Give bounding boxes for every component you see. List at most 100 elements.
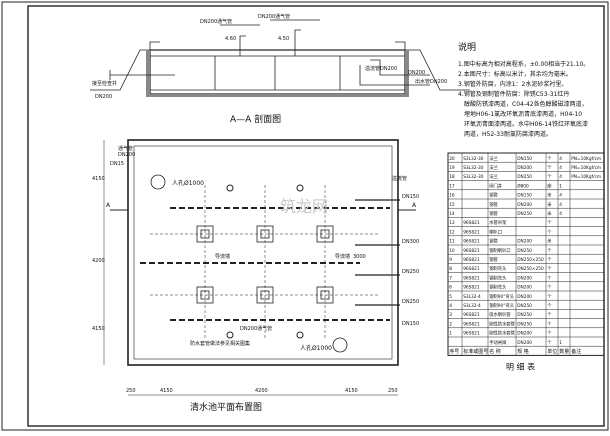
plan-guide-wall-2: 导流墙 [335,253,350,260]
table-cell: 96S821 [463,285,480,291]
plan-guide-wall-1: 导流墙 [215,253,230,260]
table-cell: 7 [449,275,452,281]
table-cell: DN200 [517,285,532,291]
table-cell: 96S821 [463,229,480,235]
table-cell: DN250 [517,248,532,254]
section-vent1: DN200通气管 [200,18,232,25]
table-cell: 钢制喇叭口 [489,247,510,254]
plan-labels: 通气管 DN200 DN15 人孔Ø1000 人孔Ø1000 溢流管 导流墙 导… [92,145,419,413]
table-cell: DN200 [517,165,532,171]
table-cell: 6 [449,285,452,291]
table-cell: 法兰 [489,173,498,180]
section-drain-left: 接至检查井 [92,80,117,87]
dim-bottom-2: 4200 [255,388,268,394]
note-line-8: 两道，H52-33耐氯防腐漆两道。 [464,130,552,138]
table-header-cell: 单位 [547,348,557,355]
table-cell: 钢制弯头 [489,274,507,281]
section-vent2: DN200通气管 [258,13,290,20]
note-line-2: 2.本图尺寸：标高以米计，其余均为毫米。 [458,70,572,78]
table-cell: 个 [547,156,552,162]
table-cell: DN250 [517,312,532,318]
table-cell: 吸水喇叭管 [489,311,511,318]
table-cell: 96S821 [463,239,480,245]
table-cell: DN200 [517,275,532,281]
table-cell: 4 [449,303,452,309]
table-cell: 个 [547,174,552,180]
table-cell: 个 [547,294,552,300]
table-cell: S3L32-4 [463,303,481,309]
table-header-cell: 标准或图号 [463,348,488,355]
table-cell: 4 [559,193,562,199]
plan-dn250b: DN250 [402,299,419,305]
table-header-cell: 数量 [559,348,569,355]
table-cell: 4 [559,165,562,171]
table-cell: 手动闸阀 [489,339,506,346]
plan-dim-right: 3000 [353,254,366,260]
table-cell: PN=10Kgf/cm [571,165,601,171]
table-cell: 4 [559,211,562,217]
table-cell: 13 [449,220,455,226]
section-title: A—A 剖面图 [230,113,281,125]
plan-dn150b: DN150 [402,321,419,327]
table-cell: 96S821 [463,257,480,263]
table-cell: DN200 [517,239,532,245]
table-cell: 96S821 [463,248,480,254]
table-cell: 96S821 [463,331,480,337]
section-view [90,19,470,97]
notes-title: 说明 [458,41,476,53]
table-cell: 个 [547,229,552,235]
table-cell: 法兰 [489,155,498,162]
table-cell: 10 [449,248,455,254]
table-cell: 钢制90°弯头 [489,293,515,300]
table-cell: DN150 [517,193,532,199]
table-cell: 个 [547,340,552,346]
table-cell: 钢管 [489,201,498,208]
table-cell: DN200 [517,202,532,208]
table-cell: DN250 [517,211,532,217]
table-cell: 个 [547,266,552,272]
table-cell: DN200 [517,294,532,300]
table-cell: 刚性防水套管 [489,330,515,337]
table-cell: 96S821 [463,266,480,272]
table-cell: 钢制弯头 [489,284,507,291]
table-cell: S3L32-30 [463,174,484,180]
table-cell: 96S821 [463,275,480,281]
table-cell: 喇叭口 [489,228,502,235]
table-cell: 座 [547,182,552,189]
table-cell: 个 [547,257,552,263]
table-cell: 8 [449,266,452,272]
table-cell: 1 [449,331,452,337]
table-cell: S3L32-30 [463,165,484,171]
table-title: 明 细 表 [506,361,535,371]
note-line-5: 醇酸防锈漆两道，C04-42各色醇酸磁漆两道， [464,100,588,108]
table-cell: 钢管 [489,256,498,263]
table-cell: 个 [547,275,552,281]
dim-left-0: 4150 [92,176,105,182]
table-cell: 1 [559,340,562,346]
table-cell: 15 [449,202,455,208]
section-dn200-right: DN200 [408,70,425,76]
table-cell: DN250×250 [517,257,544,263]
table-cell: 法兰 [489,164,498,171]
dim-bottom-3: 4150 [345,388,358,394]
table-cell: 钢制90°弯头 [489,302,515,309]
note-line-1: 1.图中标高为相对高程系，±0.00相当于21.10。 [458,60,589,68]
table-cell: 96S821 [463,220,480,226]
plan-inlet: 溢流管 [392,175,407,182]
table-cell: 4 [559,156,562,162]
plan-vent-bottom: DN200通气管 [240,325,272,332]
watermark: 筑龙网 [280,197,328,216]
section-dim-460: 4.60 [225,36,236,42]
plan-a-left: A [106,202,111,209]
table-header-cell: 规 格 [517,348,529,355]
table-cell: 4 [559,174,562,180]
section-dim-450: 4.50 [278,36,289,42]
table-cell: 9 [449,257,452,263]
table-cell: DN250 [517,321,532,327]
table-cell: PN=10Kgf/cm [571,156,601,162]
note-line-7: 环氧沥青面漆两道。水中H06-14铁红环氧底漆 [464,120,588,128]
table-cell: Ø800 [517,182,529,189]
table-cell: 11 [449,239,455,245]
